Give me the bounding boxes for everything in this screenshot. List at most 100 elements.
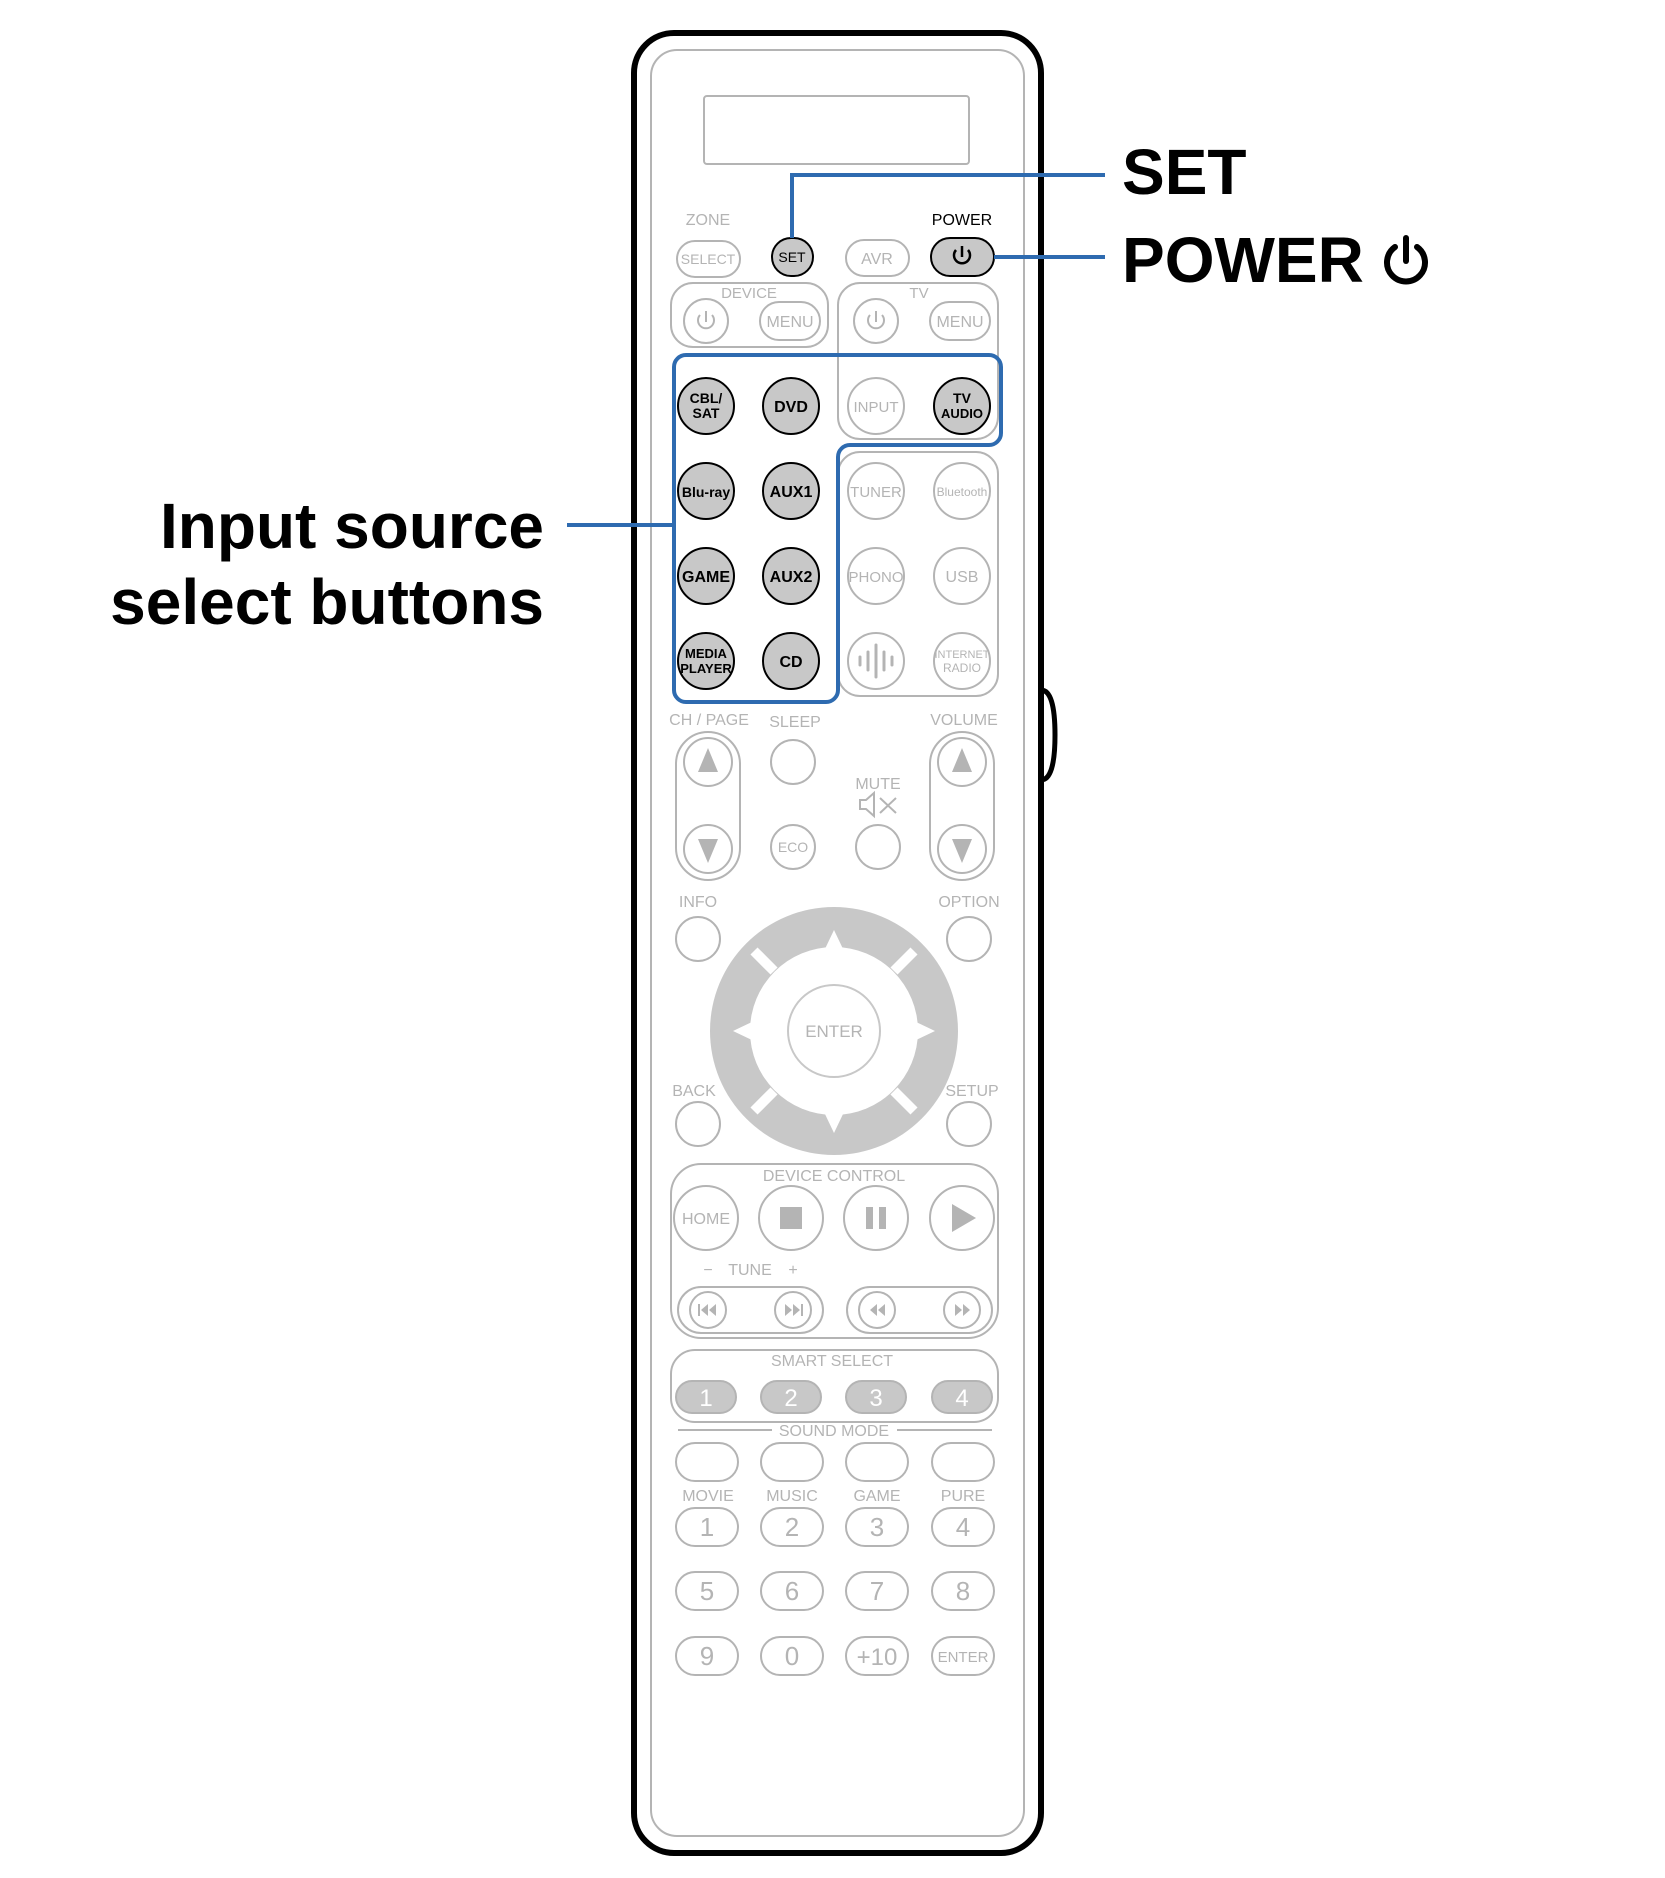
bluray-button[interactable] [677,462,735,520]
internet-radio-button[interactable] [933,632,991,690]
cursor-right-icon[interactable] [914,1021,935,1041]
avr-button[interactable] [845,239,910,277]
key-5-button[interactable] [675,1571,739,1611]
bluray-label: Blu-ray [682,484,730,500]
info-button[interactable] [675,916,721,962]
key-9-label: 9 [700,1641,714,1671]
zone-select-button[interactable] [676,240,741,278]
key-2-label: 2 [785,1512,799,1542]
tv-menu-button[interactable] [929,301,991,341]
key-3-button[interactable] [845,1507,909,1547]
tuner-button[interactable] [847,462,905,520]
down-arrow-icon [952,839,972,863]
cbl-sat-button[interactable] [677,377,735,435]
skip-forward-icon [785,1304,803,1316]
game-mode-button[interactable] [845,1442,909,1482]
usb-button[interactable] [933,547,991,605]
input-source-highlight [672,353,1003,704]
key-8-button[interactable] [931,1571,995,1611]
media-player-label-2: PLAYER [680,661,732,676]
remote-display [703,95,970,165]
cursor-down-icon[interactable] [824,1112,844,1133]
aux2-label: AUX2 [770,569,813,586]
back-label: BACK [672,1083,716,1100]
rewind-icon [870,1304,885,1316]
key-2-button[interactable] [760,1507,824,1547]
remote-side-bump [1040,687,1058,783]
key-0-button[interactable] [760,1636,824,1676]
internet-radio-label-1: INTERNET [935,649,990,661]
cursor-up-icon[interactable] [824,930,844,951]
music-label: MUSIC [766,1488,818,1505]
set-leader-line [790,173,1105,238]
smart-select-2-button[interactable] [760,1380,822,1414]
back-button[interactable] [675,1101,721,1147]
key-plus10-button[interactable] [845,1636,909,1676]
key-plus10-label: +10 [857,1644,898,1671]
cursor-pad-dividers [750,947,918,1115]
input-source-annotation: Input source select buttons [100,488,544,640]
device-menu-label: MENU [766,314,813,331]
movie-label: MOVIE [682,1488,734,1505]
mute-button[interactable] [855,824,901,870]
enter-button[interactable] [787,984,881,1078]
dvd-label: DVD [774,399,808,416]
option-label: OPTION [938,894,999,911]
key-5-label: 5 [700,1576,714,1606]
key-6-button[interactable] [760,1571,824,1611]
smart-select-label: SMART SELECT [771,1353,893,1370]
device-menu-button[interactable] [759,301,821,341]
key-7-button[interactable] [845,1571,909,1611]
smart-select-1-button[interactable] [675,1380,737,1414]
cbl-sat-label-2: SAT [693,405,720,421]
power-label: POWER [932,212,992,229]
power-icon [952,246,972,265]
key-4-label: 4 [956,1512,970,1542]
bluetooth-button[interactable] [933,462,991,520]
tune-plus-label: + [788,1262,797,1279]
key-9-button[interactable] [675,1636,739,1676]
aux1-button[interactable] [762,462,820,520]
key-4-button[interactable] [931,1507,995,1547]
game-button[interactable] [677,547,735,605]
option-button[interactable] [946,916,992,962]
device-control-group [670,1163,999,1339]
input-button[interactable] [847,377,905,435]
key-enter-button[interactable] [931,1636,995,1676]
input-source-line-1: Input source [159,490,544,562]
eco-button[interactable] [770,824,816,870]
music-button[interactable] [760,1442,824,1482]
enter-label: ENTER [805,1022,863,1041]
power-annotation-text: POWER [1122,224,1364,296]
pause-button[interactable] [843,1185,909,1251]
movie-button[interactable] [675,1442,739,1482]
media-player-label-1: MEDIA [685,646,728,661]
pure-button[interactable] [931,1442,995,1482]
smart-select-3-button[interactable] [845,1380,907,1414]
key-1-button[interactable] [675,1507,739,1547]
tv-label: TV [909,285,928,302]
smart-select-2-label: 2 [784,1385,797,1412]
sleep-button[interactable] [770,739,816,785]
avr-button-label: AVR [861,251,893,268]
setup-button[interactable] [946,1101,992,1147]
tune-label: TUNE [728,1262,772,1279]
aux1-label: AUX1 [770,484,813,501]
media-player-button[interactable] [677,632,735,690]
home-button[interactable] [673,1185,739,1251]
smart-select-4-button[interactable] [931,1380,993,1414]
phono-button[interactable] [847,547,905,605]
tv-audio-button[interactable] [933,377,991,435]
aux2-button[interactable] [762,547,820,605]
key-1-label: 1 [700,1512,714,1542]
cd-button[interactable] [762,632,820,690]
volume-label: VOLUME [930,712,998,729]
sound-mode-label: SOUND MODE [779,1423,889,1440]
dvd-button[interactable] [762,377,820,435]
set-annotation: SET [1122,136,1247,208]
key-enter-label: ENTER [938,1649,989,1666]
smart-select-group [670,1349,999,1423]
tv-power-icon [867,311,885,330]
cursor-left-icon[interactable] [733,1021,754,1041]
